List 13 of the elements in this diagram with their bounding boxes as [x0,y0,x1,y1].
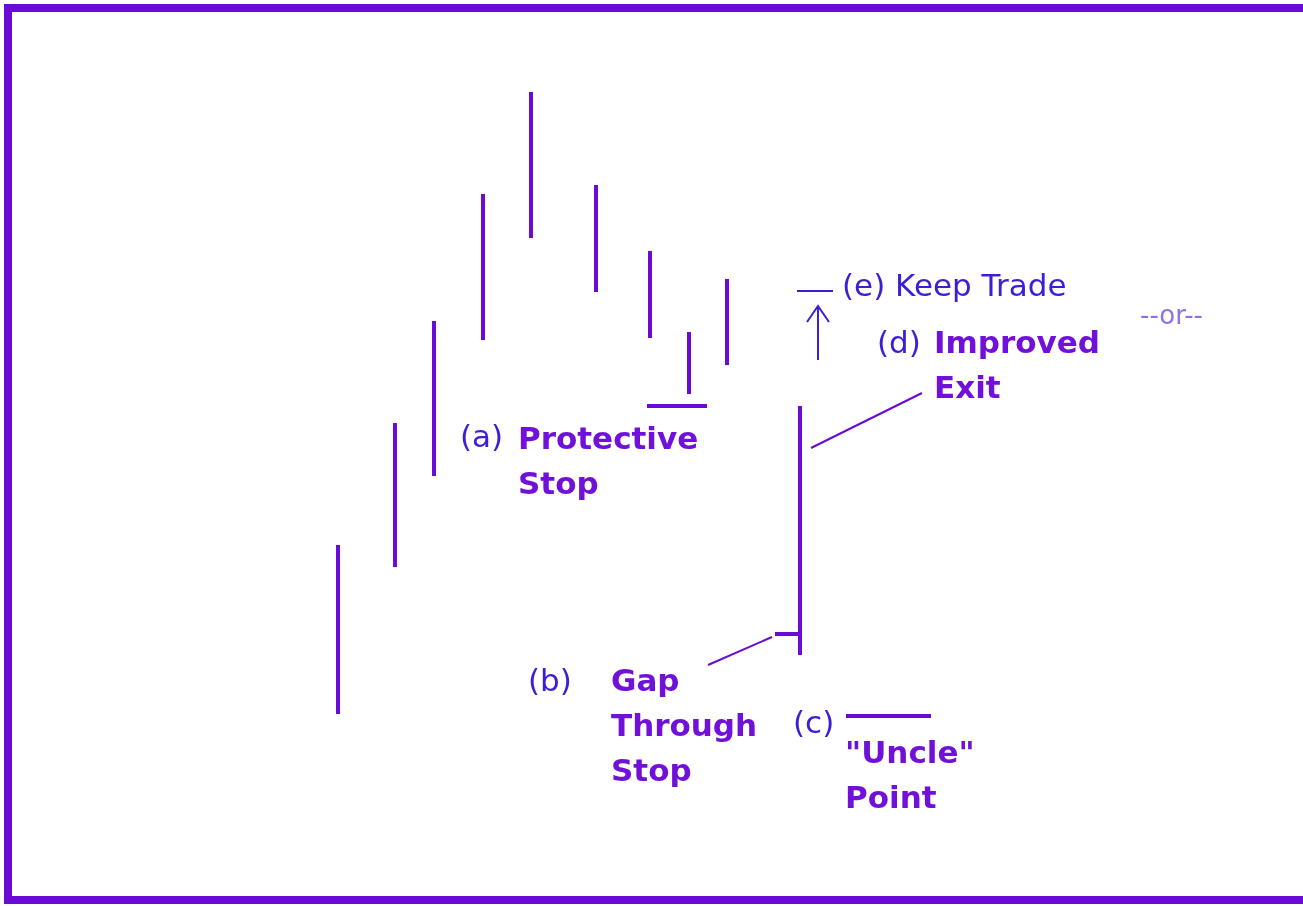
callout-letter: (b) [528,661,572,700]
callout-text: Improved Exit [934,323,1102,407]
callout-text: (e) Keep Trade [842,266,1067,305]
callout-text: Protective Stop [518,419,700,503]
price-bar [773,404,802,657]
callout-text: Gap Through Stop [611,661,759,790]
callout-letter: (d) [877,323,921,362]
leader-line [707,636,773,666]
callout-letter: (a) [460,417,504,456]
callout-text: "Uncle" Point [845,733,976,817]
leader-line [810,392,923,449]
note-text: --or-- [1140,299,1203,332]
callout-letter: (c) [793,703,835,742]
